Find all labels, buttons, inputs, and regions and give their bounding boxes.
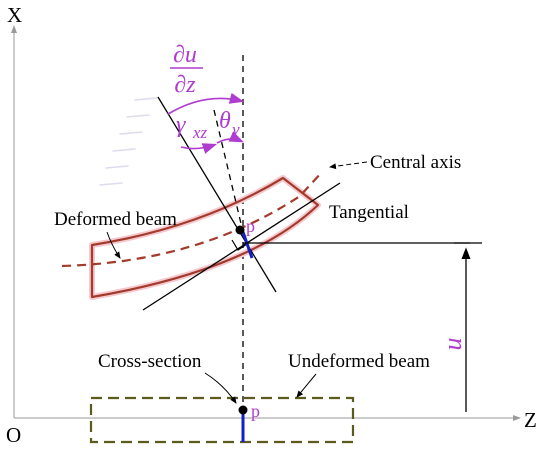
central-axis-line	[61, 171, 323, 268]
undeformed-beam-label: Undeformed beam	[288, 351, 430, 372]
deformed-beam	[89, 175, 321, 300]
deformed-beam-label: Deformed beam	[54, 209, 177, 230]
faint-sketch-marks	[99, 97, 158, 186]
point-p-deformed	[235, 225, 245, 235]
normal-line	[157, 96, 277, 293]
gamma-symbol: γ	[176, 112, 186, 138]
z-axis-label: Z	[524, 408, 537, 432]
right-angle-marker	[231, 239, 248, 251]
undeformed-beam-leader	[296, 373, 317, 398]
du-dz-numerator: ∂u	[173, 42, 197, 68]
theta-dashed-line	[213, 109, 244, 233]
undeformed-beam	[89, 396, 355, 444]
central-axis-label: Central axis	[370, 152, 461, 173]
x-axis-label: X	[7, 3, 22, 27]
deformed-beam-leader	[106, 231, 121, 259]
du-dz-denominator: ∂z	[174, 72, 196, 98]
theta-angle-arc	[216, 131, 244, 144]
point-p-undeformed-label: p	[251, 401, 260, 421]
gamma-angle-arc	[180, 143, 218, 154]
displacement-u-label: u	[438, 338, 467, 351]
gamma-subscript: xz	[192, 123, 208, 142]
origin-label: O	[6, 423, 21, 447]
du-dz-angle-arc	[167, 92, 245, 115]
du-dz-label: ∂u ∂z	[170, 42, 203, 98]
cross-section-label: Cross-section	[98, 351, 202, 372]
point-p-deformed-label: p	[246, 216, 255, 236]
theta-subscript: y	[230, 120, 240, 139]
tangential-label: Tangential	[329, 202, 409, 223]
tangential-line	[142, 182, 341, 311]
theta-y-label: θ y	[219, 108, 240, 139]
gamma-xz-label: γ xz	[176, 112, 208, 142]
theta-symbol: θ	[219, 108, 231, 134]
deformed-cross-section-segment	[241, 231, 254, 259]
central-axis-leader	[329, 161, 368, 170]
point-p-undeformed	[238, 405, 248, 415]
cross-section-leader	[204, 372, 237, 404]
